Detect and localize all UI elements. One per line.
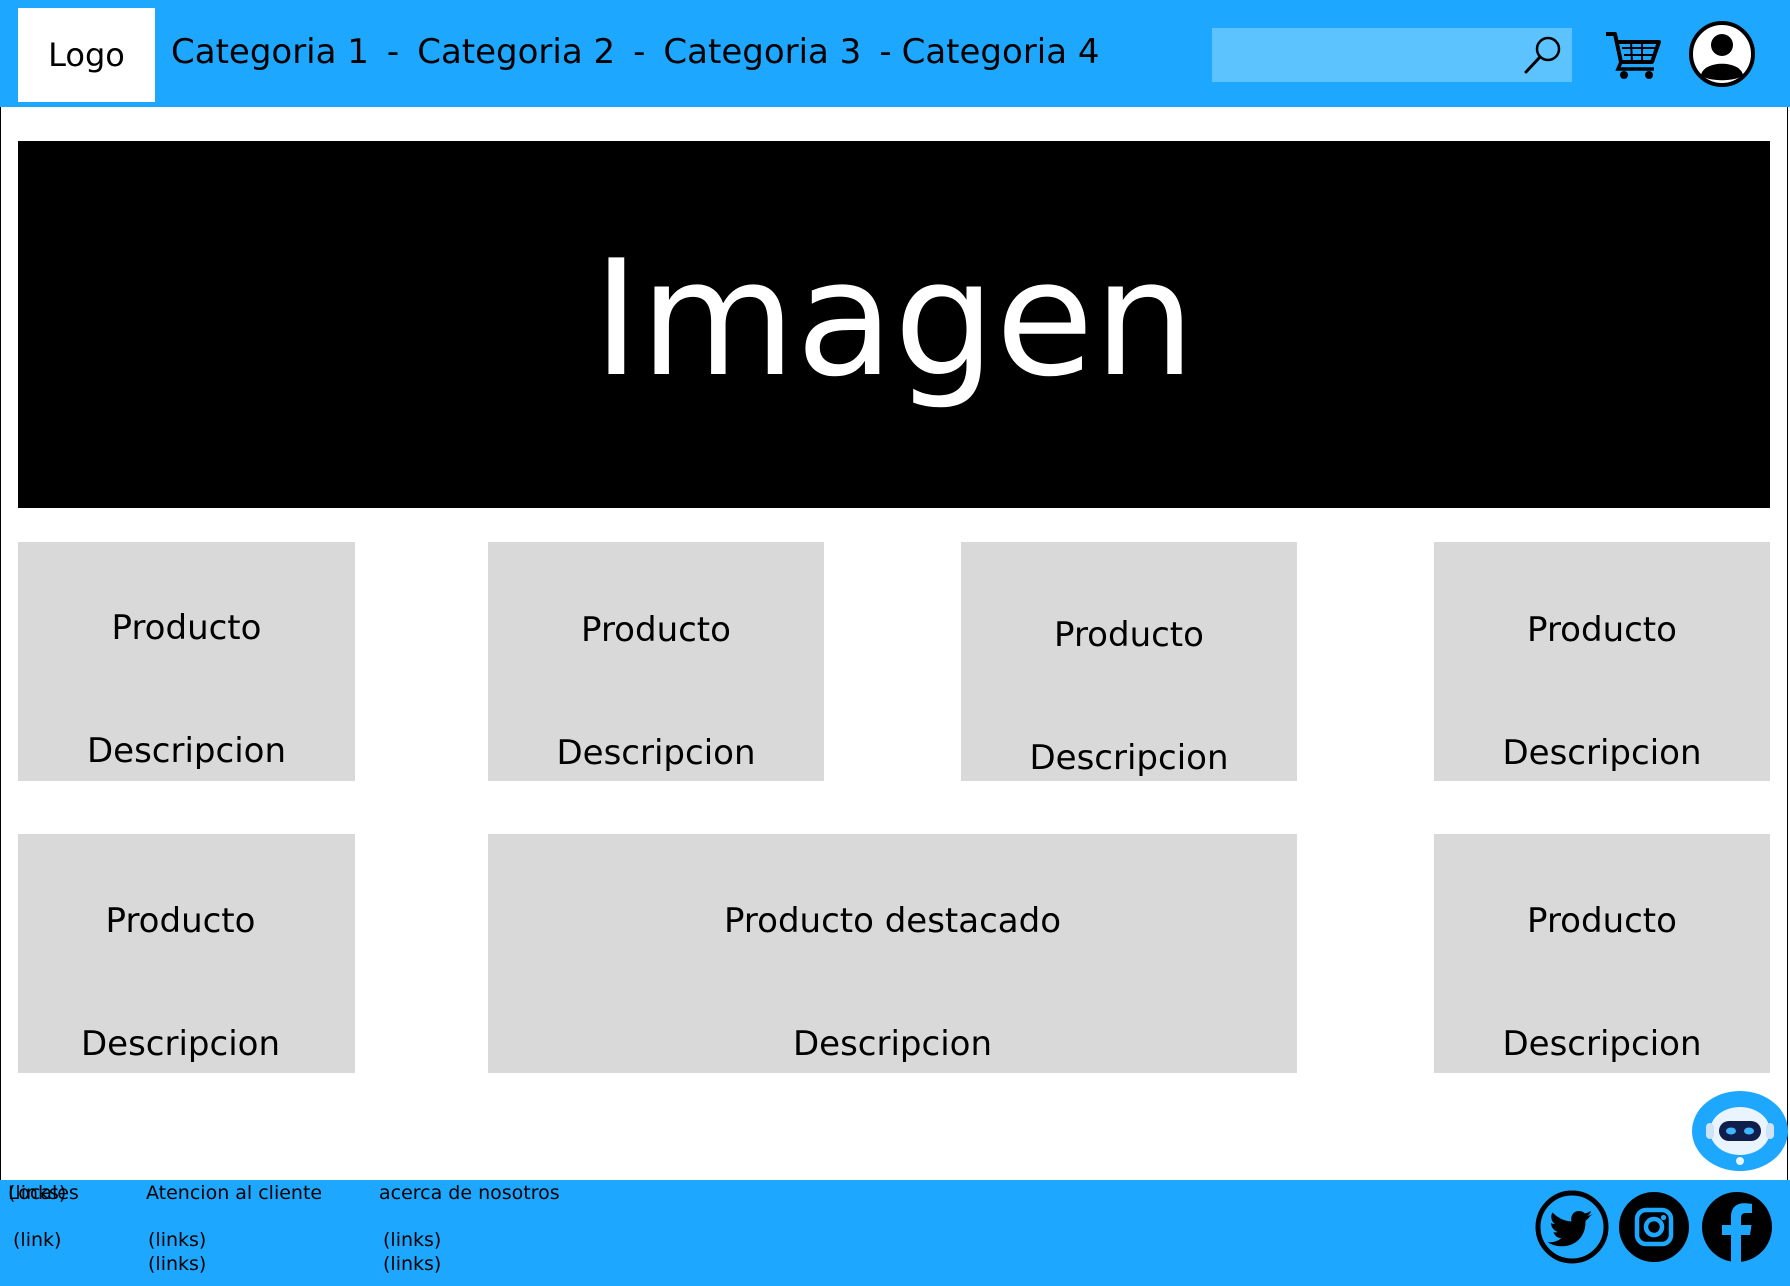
product-card[interactable]: Producto Descripcion [961,542,1297,781]
product-description: Descripcion [556,733,756,773]
nav-separator: - [386,32,400,72]
footer-heading[interactable]: acerca de nosotros [379,1182,560,1204]
featured-product-card[interactable]: Producto destacado Descripcion [488,834,1297,1073]
nav-separator: - [633,32,646,72]
cart-icon[interactable] [1604,28,1664,82]
footer-link[interactable]: (links) [8,1182,67,1204]
logo[interactable]: Logo [18,8,155,102]
product-description: Descripcion [1029,738,1229,778]
footer-heading[interactable]: Atencion al cliente [146,1182,323,1204]
footer: Locales (links) (link) Atencion al clien… [0,1180,1790,1286]
product-description: Descripcion [792,1024,992,1064]
product-description: Descripcion [1502,733,1702,773]
category-nav: Categoria 1 - Categoria 2 - Categoria 3 … [171,32,1100,72]
facebook-icon[interactable] [1700,1190,1774,1264]
product-card[interactable]: Producto Descripcion [18,542,355,781]
product-description: Descripcion [80,1024,280,1064]
featured-product-title: Producto destacado [724,901,1061,941]
product-title: Producto [1054,615,1204,655]
search-icon[interactable] [1520,32,1566,78]
product-card[interactable]: Producto Descripcion [1434,542,1770,781]
user-icon[interactable] [1688,20,1756,88]
product-title: Producto [1527,610,1677,650]
product-description: Descripcion [86,731,286,771]
product-title: Producto [105,901,256,941]
product-card[interactable]: Producto Descripcion [18,834,355,1073]
product-title: Producto [581,610,731,650]
product-card[interactable]: Producto Descripcion [1434,834,1770,1073]
footer-link[interactable]: (links) [148,1253,207,1275]
header: Logo Categoria 1 - Categoria 2 - Categor… [0,0,1790,107]
product-title: Producto [1527,901,1677,941]
search-input[interactable] [1212,28,1572,82]
footer-link[interactable]: (links) [383,1229,442,1251]
footer-link[interactable]: (links) [148,1229,207,1251]
hero-image[interactable]: Imagen [18,141,1770,508]
nav-link-categoria-2[interactable]: Categoria 2 [417,32,616,72]
twitter-icon[interactable] [1535,1190,1609,1264]
footer-link[interactable]: (links) [383,1253,442,1275]
instagram-icon[interactable] [1617,1190,1691,1264]
product-card[interactable]: Producto Descripcion [488,542,824,781]
nav-link-categoria-4[interactable]: Categoria 4 [901,32,1100,72]
nav-link-categoria-1[interactable]: Categoria 1 [171,32,369,72]
chatbot-icon[interactable] [1692,1091,1788,1171]
nav-separator: - [879,32,892,72]
footer-heading[interactable]: Locales [8,1182,79,1204]
product-description: Descripcion [1502,1024,1702,1064]
footer-link[interactable]: (link) [13,1229,62,1251]
nav-link-categoria-3[interactable]: Categoria 3 [663,32,862,72]
product-title: Producto [111,608,262,648]
